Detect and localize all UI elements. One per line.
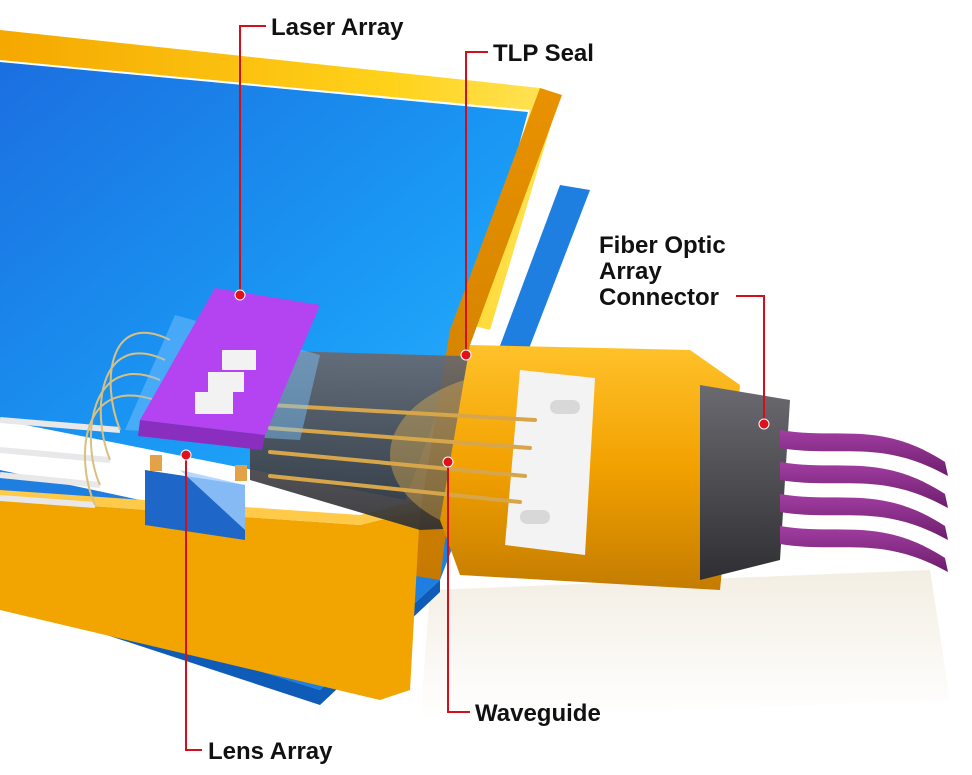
label-fiber-optic: Fiber Optic: [599, 232, 726, 259]
leader-lens-array: [180, 449, 202, 751]
label-waveguide: Waveguide: [475, 700, 601, 727]
lens-mirror: [180, 470, 245, 530]
floor-reflection: [420, 570, 950, 720]
laser-chip-side: [138, 420, 265, 450]
leader-fiber-connector: [736, 295, 770, 430]
leader-waveguide: [442, 456, 470, 713]
housing-top-rim: [0, 30, 560, 330]
label-laser-array: Laser Array: [271, 14, 404, 41]
electrical-traces: [0, 417, 121, 508]
solder-bumps: [150, 455, 247, 481]
laser-emitters: [195, 350, 256, 414]
leader-laser-array: [234, 25, 266, 301]
guide-pin-bottom: [520, 510, 550, 524]
label-tlp-seal: TLP Seal: [493, 40, 594, 67]
label-lens-array: Lens Array: [208, 738, 333, 765]
connector-window: [505, 370, 595, 555]
leader-tlp-seal: [460, 51, 488, 361]
wire-bonds: [84, 331, 171, 506]
waveguide-channels: [268, 403, 537, 504]
guide-pin-top: [550, 400, 580, 414]
connector-ferrule: [700, 385, 790, 580]
label-array: Array: [599, 258, 662, 285]
fiber-ribbons: [780, 430, 948, 572]
label-connector: Connector: [599, 284, 719, 311]
housing-front-wall: [0, 500, 420, 700]
